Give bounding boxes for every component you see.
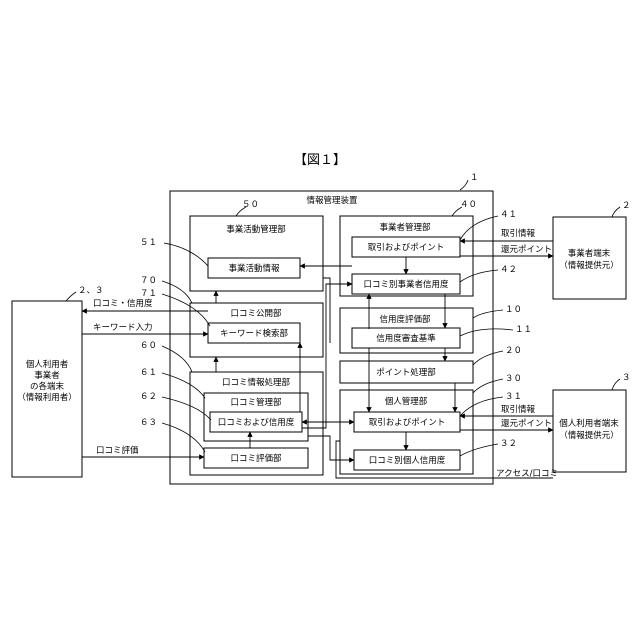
section-review-publish-label: 口コミ公開部 <box>230 308 282 319</box>
box-review-and-credit-label: 口コミおよび信用度 <box>218 417 295 428</box>
left-terminal-ref: ２、３ <box>78 286 104 296</box>
label-transaction-info-top: 取引情報 <box>501 228 536 239</box>
box-point-processing-label: ポイント処理部 <box>376 367 436 378</box>
label-return-points-bottom: 還元ポイント <box>501 418 552 429</box>
ref-11: １１ <box>515 325 532 335</box>
ref-32: ３２ <box>500 439 517 449</box>
biz-terminal-line1: 事業者端末 <box>568 248 611 259</box>
section-individual-management-label: 個人管理部 <box>385 396 428 407</box>
personal-terminal-line1: 個人利用者端末 <box>559 418 619 429</box>
ref-20: ２０ <box>505 346 522 356</box>
ref-71: ７１ <box>140 289 157 299</box>
label-review-credit: 口コミ・信用度 <box>93 298 153 309</box>
ref-42: ４２ <box>500 265 517 275</box>
label-review-rating: 口コミ評価 <box>96 445 139 456</box>
ref-51: ５１ <box>140 238 157 248</box>
ref-61: ６１ <box>140 368 157 378</box>
left-terminal-line2: 事業者 <box>34 370 60 381</box>
personal-terminal-line2: （情報提供元） <box>559 430 619 441</box>
box-keyword-search-label: キーワード検索部 <box>220 328 289 339</box>
section-credit-evaluation-label: 信用度評価部 <box>379 314 431 325</box>
left-terminal-line4: （情報利用者） <box>17 392 77 403</box>
left-terminal-ref-leader <box>66 292 76 301</box>
box-credit-criteria-label: 信用度審査基準 <box>376 333 436 344</box>
label-access-review: アクセス/口コミ <box>496 469 558 479</box>
section-business-operator-management-label: 事業者管理部 <box>379 222 431 233</box>
box-indiv-transaction-points-label: 取引およびポイント <box>369 418 446 428</box>
biz-terminal-ref: ２ <box>622 201 631 211</box>
personal-terminal-ref: ３ <box>622 373 631 383</box>
apparatus-label: 情報管理装置 <box>306 195 358 206</box>
box-biz-credit-by-review-label: 口コミ別事業者信用度 <box>363 279 449 290</box>
left-terminal-line3: の各端末 <box>30 381 65 392</box>
ref-63: ６３ <box>140 418 157 428</box>
section-business-activity-label: 事業活動管理部 <box>226 224 286 235</box>
personal-terminal-ref-leader <box>612 379 620 390</box>
box-business-activity-info-label: 事業活動情報 <box>228 263 280 274</box>
ref-60: ６０ <box>140 341 157 351</box>
apparatus-ref-leader <box>460 180 468 190</box>
ref-41: ４１ <box>500 210 517 220</box>
section-review-management-label: 口コミ管理部 <box>230 397 282 408</box>
left-terminal-line1: 個人利用者 <box>26 359 69 370</box>
ref-10: １０ <box>505 305 522 315</box>
biz-terminal-ref-leader <box>612 207 620 217</box>
label-keyword-input: キーワード入力 <box>93 322 153 333</box>
ref-30: ３０ <box>505 374 522 384</box>
section-review-info-processing-label: 口コミ情報処理部 <box>222 377 291 388</box>
label-return-points-top: 還元ポイント <box>501 244 552 255</box>
apparatus-ref: １ <box>470 173 479 183</box>
ref-31: ３１ <box>505 392 522 402</box>
biz-terminal-line2: （情報提供元） <box>559 260 619 271</box>
box-indiv-credit-by-review-label: 口コミ別個人信用度 <box>369 455 446 466</box>
box-biz-transaction-points-label: 取引およびポイント <box>368 243 445 253</box>
section50-ref: ５０ <box>242 200 259 210</box>
ref-62: ６２ <box>140 392 157 402</box>
label-transaction-info-bottom: 取引情報 <box>501 404 536 415</box>
ref-70: ７０ <box>140 276 157 286</box>
figure-title: 【図１】 <box>294 153 346 168</box>
section40-ref: ４０ <box>460 200 477 210</box>
box-review-evaluation-label: 口コミ評価部 <box>230 453 282 464</box>
